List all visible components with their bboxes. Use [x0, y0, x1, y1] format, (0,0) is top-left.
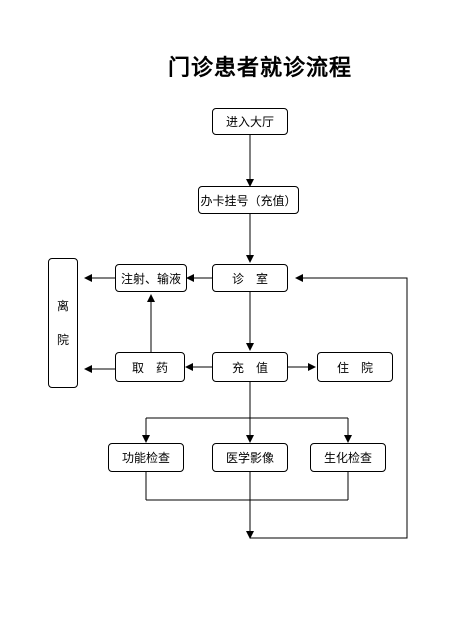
node-register: 办卡挂号（充值）	[198, 186, 299, 214]
node-get-medicine: 取 药	[115, 352, 185, 382]
node-biochem-check: 生化检查	[310, 443, 386, 472]
node-hospitalize: 住 院	[317, 352, 393, 382]
node-injection: 注射、输液	[115, 264, 187, 292]
node-imaging: 医学影像	[212, 443, 288, 472]
node-recharge: 充 值	[212, 352, 288, 382]
node-discharge: 离 院	[48, 258, 78, 388]
node-consult-room: 诊 室	[212, 264, 288, 292]
discharge-char-1: 离	[56, 299, 69, 313]
discharge-char-2: 院	[56, 333, 69, 347]
page-title: 门诊患者就诊流程	[167, 55, 352, 81]
node-function-check: 功能检查	[108, 443, 184, 472]
node-enter-hall: 进入大厅	[212, 108, 288, 135]
arrow-return-to-consult	[250, 274, 408, 539]
